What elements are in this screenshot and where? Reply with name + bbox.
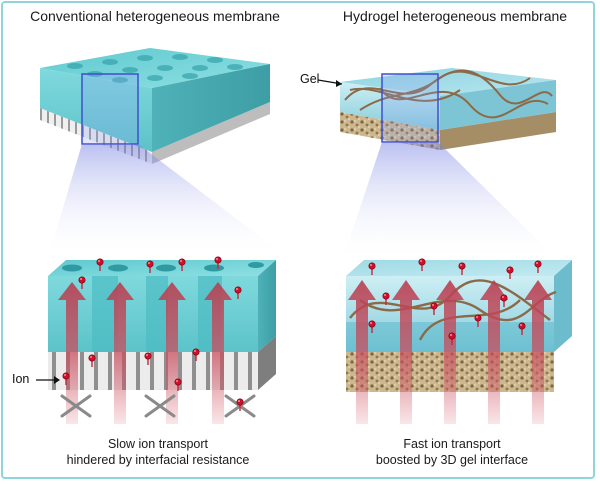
left-caption-line2: hindered by interfacial resistance [66, 453, 250, 467]
hydrogel-transport-arrows [348, 280, 552, 424]
left-caption: Slow ion transport hindered by interfaci… [28, 436, 288, 468]
hydrogel-zoom-cone [342, 142, 560, 262]
hydrogel-zoomed-block [346, 258, 572, 424]
conventional-zoomed-channels [92, 276, 222, 352]
hydrogel-zoomed-top [346, 260, 572, 276]
conventional-membrane-side [152, 64, 270, 152]
ion-label: Ion [12, 372, 30, 386]
right-caption-line1: Fast ion transport [403, 437, 501, 451]
conventional-support-side [152, 102, 270, 164]
hydrogel-zoomed-side [554, 260, 572, 352]
hydrogel-gel-top [340, 68, 556, 96]
conventional-pores [67, 54, 243, 83]
conventional-zoomed-support-side [258, 336, 276, 390]
hydrogel-gel-front [340, 82, 440, 130]
conventional-zoomed-support [48, 352, 258, 390]
conventional-zoomed-side [258, 260, 276, 352]
left-caption-line1: Slow ion transport [107, 437, 209, 451]
ion-pointer-arrowhead [54, 376, 60, 384]
gel-label: Gel [300, 72, 320, 86]
right-caption-line2: boosted by 3D gel interface [375, 453, 529, 467]
right-caption: Fast ion transport boosted by 3D gel int… [322, 436, 582, 468]
conventional-zoom-cone [48, 144, 288, 258]
conventional-zoom-window [81, 73, 139, 145]
conventional-transport-arrows [58, 282, 232, 424]
conventional-membrane-block [40, 48, 270, 164]
gel-polymer-strands [344, 69, 553, 119]
interfacial-resistance-crosses [60, 394, 256, 418]
hydrogel-membrane-block [317, 68, 556, 150]
conventional-zoomed-pores [62, 262, 264, 272]
conventional-zoomed-block [36, 256, 276, 424]
hydrogel-support-side [440, 112, 556, 150]
hydrogel-support-front [340, 112, 440, 150]
conventional-membrane-front [40, 68, 152, 152]
left-panel-title: Conventional heterogeneous membrane [30, 8, 280, 24]
gel-pointer-arrowhead [336, 80, 342, 87]
hydrogel-gel-side [440, 80, 556, 130]
right-panel-title: Hydrogel heterogeneous membrane [342, 8, 568, 24]
hydrogel-zoom-window [381, 73, 439, 143]
